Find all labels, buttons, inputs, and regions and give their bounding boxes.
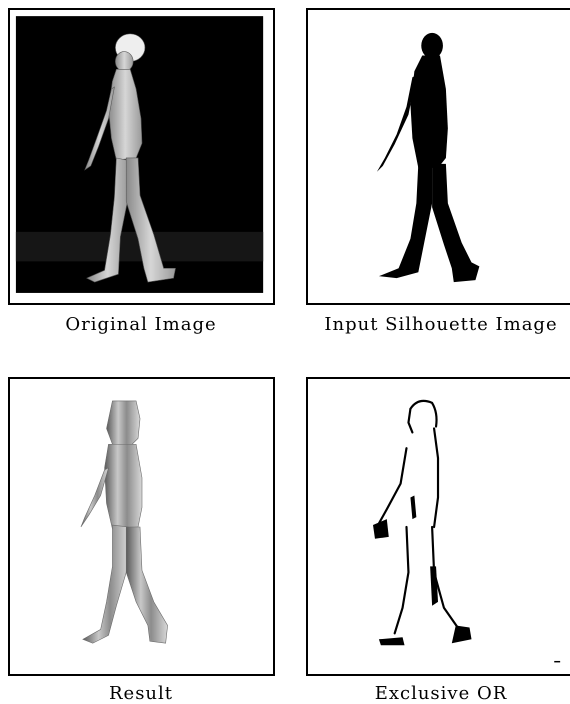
original-image [10, 10, 273, 303]
result-image [10, 379, 273, 674]
caption-input-silhouette-image: Input Silhouette Image [306, 314, 570, 335]
original-image-panel [8, 8, 275, 305]
silhouette-image-panel [306, 8, 570, 305]
result-panel [8, 377, 275, 676]
caption-result: Result [6, 683, 276, 704]
exclusive-or-panel [306, 377, 570, 676]
exclusive-or-image [308, 379, 570, 674]
caption-exclusive-or: Exclusive OR [306, 683, 570, 704]
caption-original-image: Original Image [6, 314, 276, 335]
silhouette-image [308, 10, 570, 303]
